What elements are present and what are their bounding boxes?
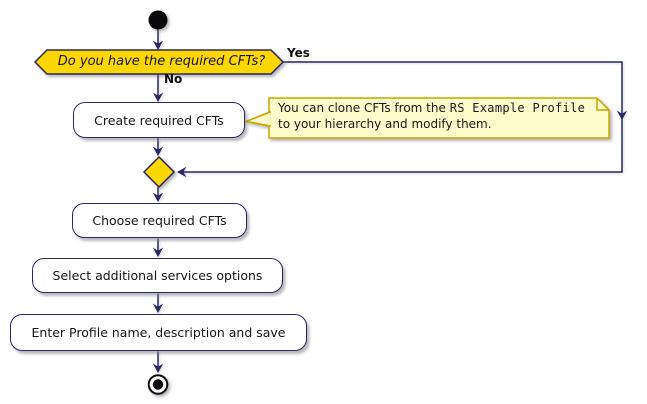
decision-hexagon [33, 49, 285, 75]
note-text: You can clone CFTs from the RS Example P… [278, 101, 608, 132]
note-mono-segment: RS Example Profile [449, 101, 586, 115]
decision-label: Do you have the required CFTs? [57, 54, 266, 69]
end-node [147, 374, 169, 395]
note-line-2: to your hierarchy and modify them. [278, 116, 492, 131]
activity-select-additional-services: Select additional services options [32, 258, 283, 293]
activity-enter-profile-name: Enter Profile name, description and save [10, 314, 307, 351]
merge-diamond [142, 155, 176, 189]
branch-label-no: No [164, 72, 183, 86]
activity-create-required-cfts: Create required CFTs [73, 102, 245, 138]
activity-choose-required-cfts: Choose required CFTs [72, 203, 247, 238]
note-line-1: You can clone CFTs from the RS Example P… [278, 101, 586, 115]
branch-label-yes: Yes [287, 46, 310, 60]
start-node [148, 10, 168, 30]
note-shape [243, 97, 610, 139]
note-fold-corner [596, 98, 609, 111]
